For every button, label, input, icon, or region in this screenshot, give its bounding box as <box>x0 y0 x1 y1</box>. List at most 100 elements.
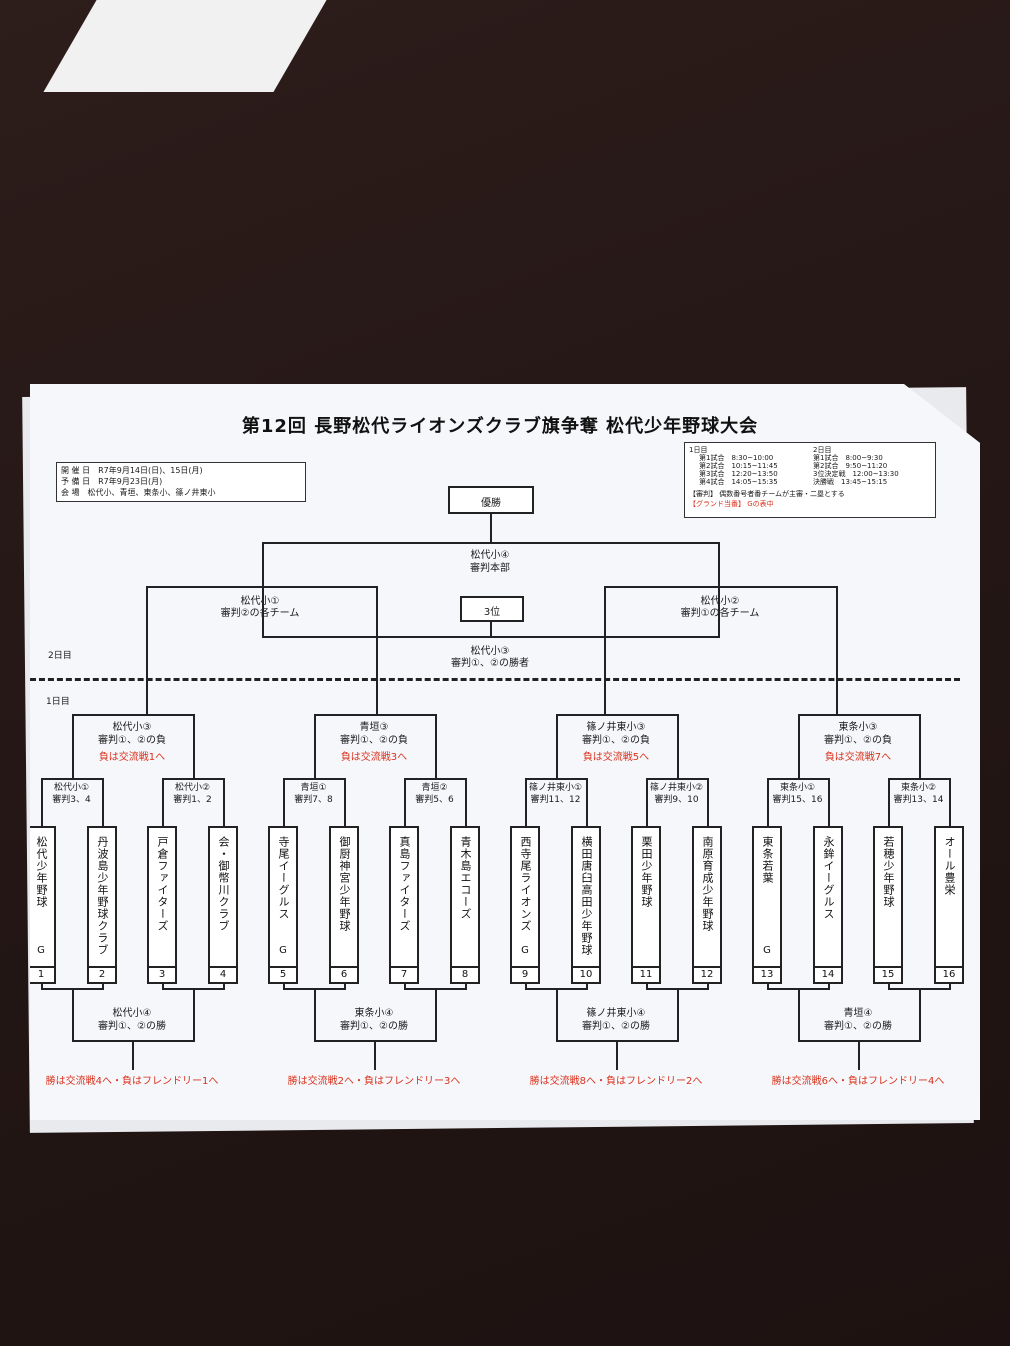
team-name: 東条若葉 <box>761 836 774 884</box>
r2-bar <box>71 714 195 716</box>
consolation-bar <box>797 1040 921 1042</box>
r2-venue: 松代小③ <box>112 722 152 733</box>
r2-drop <box>555 714 558 778</box>
team-card: 丹波島少年野球クラブ <box>87 826 117 968</box>
consolation-note: 勝は交流戦6へ・負はフレンドリー4へ <box>771 1076 945 1087</box>
third-stem <box>490 620 492 638</box>
r1-bar <box>404 778 467 780</box>
r1-drop <box>888 778 890 826</box>
team-name: 松代少年野球 <box>35 836 48 908</box>
r1-drop <box>646 778 648 826</box>
consolation-note: 勝は交流戦8へ・負はフレンドリー2へ <box>529 1076 703 1087</box>
consolation-pair-drop <box>525 982 527 990</box>
info-row-reserve: 予 備 日 R7年9月23日(月) <box>61 477 163 486</box>
r1-umpire: 審判15、16 <box>772 795 823 805</box>
schedule-note-umpire: 【審判】 偶数番号者番チームが主審・二塁とする <box>689 490 845 498</box>
r1-umpire: 審判9、10 <box>654 795 699 805</box>
r1-bar <box>41 778 104 780</box>
r1-venue: 松代小① <box>53 783 90 793</box>
third-place-label: 3位 <box>483 607 501 618</box>
r2-drop <box>313 714 316 778</box>
semi-left-umpire: 審判②の各チーム <box>220 608 300 619</box>
consolation-pair-bar <box>162 988 225 990</box>
day2-label: 2日目 <box>48 651 72 661</box>
r2-bar <box>797 714 921 716</box>
r2-drop <box>676 714 679 778</box>
r1-bar <box>162 778 225 780</box>
consolation-bar <box>313 1040 437 1042</box>
final-box: 優勝 <box>448 486 534 514</box>
third-drop-left <box>262 588 264 638</box>
page-title: 第12回 長野松代ライオンズクラブ旗争奪 松代少年野球大会 <box>241 416 759 437</box>
r1-umpire: 審判7、8 <box>294 795 333 805</box>
consolation-umpire: 審判①、②の勝 <box>340 1021 408 1032</box>
r1-umpire: 審判13、14 <box>893 795 944 805</box>
team-card: 横田唐臼高田少年野球 <box>571 826 601 968</box>
semi-right-umpire: 審判①の各チーム <box>670 604 770 619</box>
r2-venue: 篠ノ井東小③ <box>586 722 646 733</box>
r1-drop <box>586 778 588 826</box>
consolation-pair-drop <box>102 982 104 990</box>
semi-left-bar <box>146 586 378 588</box>
r2-drop <box>192 714 195 778</box>
consolation-venue: 東条小④ <box>354 1008 394 1019</box>
team-number: 1 <box>30 966 56 984</box>
final-label: 優勝 <box>481 498 501 509</box>
ground-duty-mark: G <box>763 945 771 956</box>
consolation-stem <box>858 1042 860 1070</box>
consolation-pair-drop <box>404 982 406 990</box>
consolation-pair-drop <box>41 982 43 990</box>
consolation-venue: 松代小④ <box>112 1008 152 1019</box>
consolation-pair-bar <box>283 988 346 990</box>
r2-loser-note: 負は交流戦5へ <box>582 752 650 763</box>
bracket-sheet: 第12回 長野松代ライオンズクラブ旗争奪 松代少年野球大会 開 催 日 R7年9… <box>30 384 980 1120</box>
r1-drop <box>404 778 406 826</box>
schedule-d1-g3: 第3試合 12:20~13:50 <box>699 470 778 478</box>
r1-drop <box>707 778 709 826</box>
consolation-pair-bar <box>888 988 951 990</box>
book-corner <box>43 0 327 92</box>
semi-right-bar <box>604 586 838 588</box>
team-card: オール豊栄 <box>934 826 964 968</box>
r1-venue: 東条小① <box>779 783 816 793</box>
schedule-d2-g4: 決勝戦 13:45~15:15 <box>813 478 888 486</box>
r2-bar <box>555 714 679 716</box>
r2-drop <box>918 714 921 778</box>
schedule-d2-g3: 3位決定戦 12:00~13:30 <box>813 470 899 478</box>
r2-umpire: 審判①、②の負 <box>824 735 892 746</box>
team-name: 寺尾イーグルス <box>277 836 290 920</box>
team-name: 御厨神宮少年野球 <box>338 836 351 932</box>
r1-bar <box>525 778 588 780</box>
ground-duty-mark: G <box>279 945 287 956</box>
third-drop-right <box>718 588 720 638</box>
r1-bar <box>646 778 709 780</box>
consolation-bar <box>71 1040 195 1042</box>
consolation-box-top <box>555 990 558 1042</box>
team-card: 東条若葉 G <box>752 826 782 968</box>
schedule-box: 1日目 第1試合 8:30~10:00 第2試合 10:15~11:45 第3試… <box>684 442 936 518</box>
r2-loser-note: 負は交流戦1へ <box>98 752 166 763</box>
r1-venue: 東条小② <box>900 783 937 793</box>
info-row-venue: 会 場 松代小、青垣、東条小、篠ノ井東小 <box>61 488 216 497</box>
r1-drop <box>223 778 225 826</box>
r1-umpire: 審判5、6 <box>415 795 454 805</box>
team-card: 青木島エコーズ <box>450 826 480 968</box>
consolation-pair-bar <box>404 988 467 990</box>
r2-loser-note: 負は交流戦7へ <box>824 752 892 763</box>
semi-left-drop-a <box>146 586 148 714</box>
team-card: 栗田少年野球 <box>631 826 661 968</box>
r1-umpire: 審判3、4 <box>52 795 91 805</box>
r1-venue: 青垣② <box>421 783 448 793</box>
team-card: 真島ファイターズ <box>389 826 419 968</box>
team-card: 南原育成少年野球 <box>692 826 722 968</box>
consolation-box-top <box>797 990 800 1042</box>
consolation-box-top <box>71 990 74 1042</box>
r1-drop <box>162 778 164 826</box>
consolation-bar <box>555 1040 679 1042</box>
team-name: オール豊栄 <box>943 836 956 896</box>
consolation-pair-drop <box>949 982 951 990</box>
third-place-box: 3位 <box>460 596 524 622</box>
semi-left-drop-b <box>376 586 378 714</box>
